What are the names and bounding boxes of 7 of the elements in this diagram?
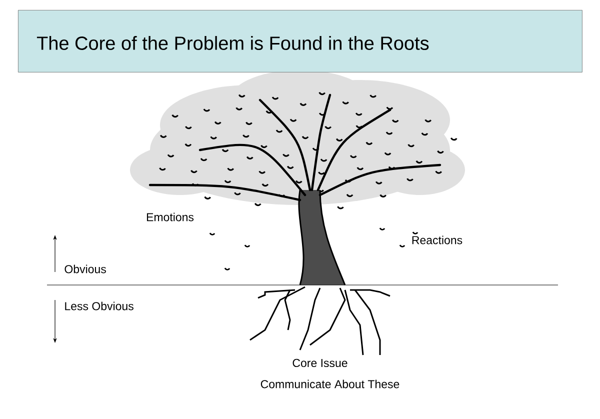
text-label: Communicate About These (259, 378, 401, 390)
text-label: Core Issue (291, 358, 349, 368)
text-label: Less Obvious (63, 300, 135, 312)
text-label: Obvious (63, 264, 108, 274)
title-banner: The Core of the Problem is Found in the Roots (18, 10, 582, 72)
text-label: Reactions (410, 234, 464, 246)
text-label: Emotions (145, 212, 195, 222)
